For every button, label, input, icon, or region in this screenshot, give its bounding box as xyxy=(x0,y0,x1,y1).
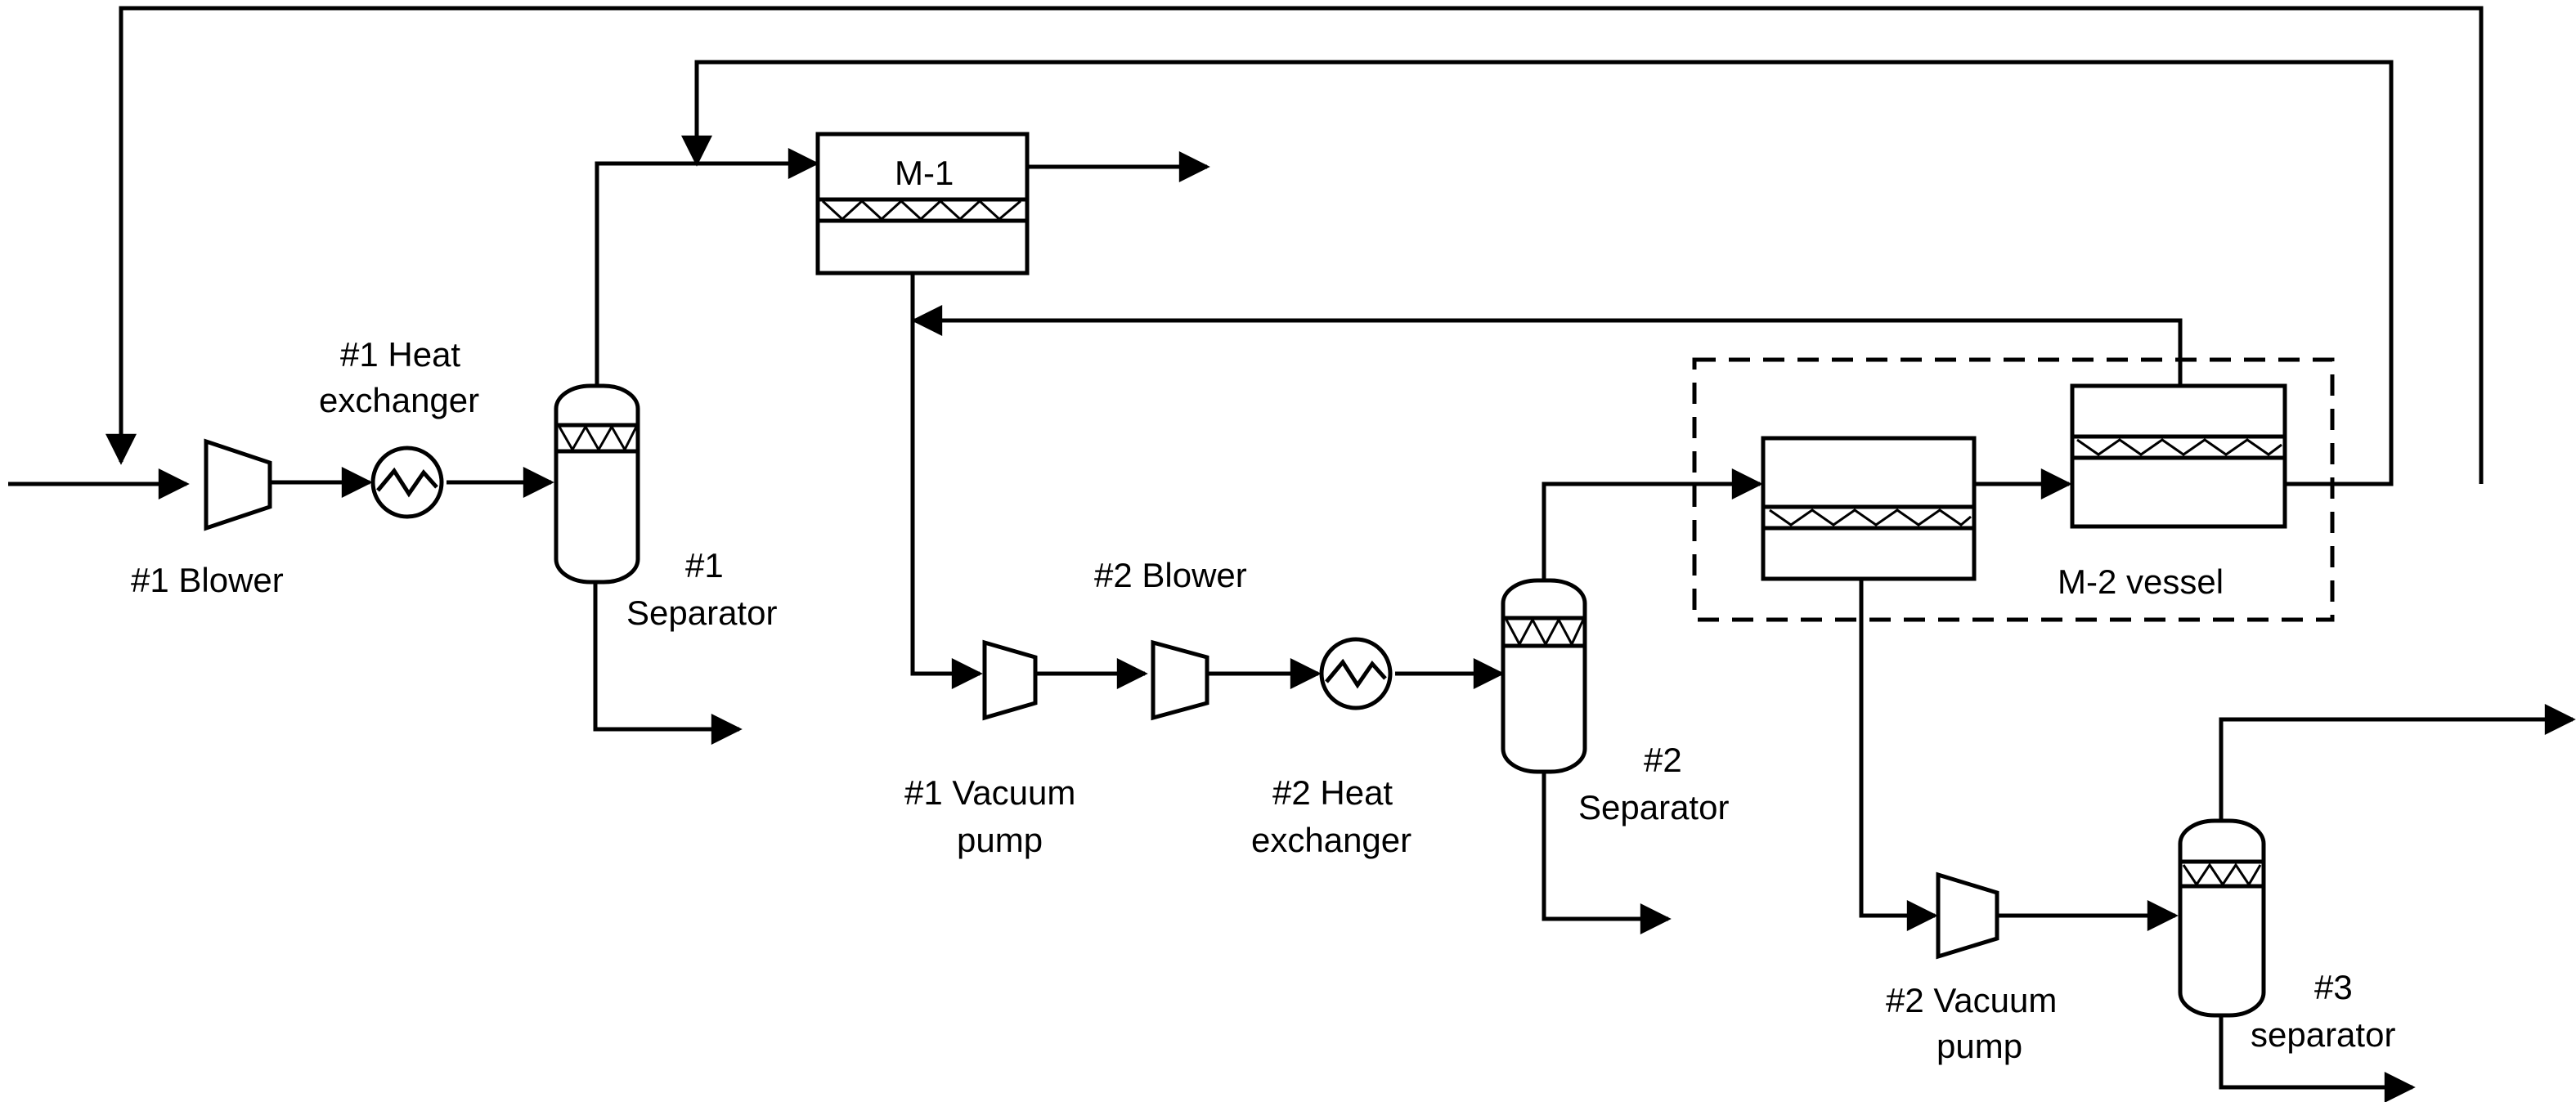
label-separator-2-line1: #2 xyxy=(1644,741,1682,779)
sep3-bottom-outlet-line xyxy=(2219,1015,2416,1102)
label-heat-exchanger-1-line1: #1 Heat xyxy=(340,335,460,374)
label-separator-3-line1: #3 xyxy=(2314,968,2353,1006)
separator-1 xyxy=(554,383,640,585)
heat-exchanger-1 xyxy=(370,446,444,519)
label-heat-exchanger-2-line2: exchanger xyxy=(1251,821,1411,859)
label-blower-1: #1 Blower xyxy=(131,561,284,599)
blower-1 xyxy=(204,438,272,531)
label-separator-1-line2: Separator xyxy=(626,594,777,632)
label-separator-3-line2: separator xyxy=(2251,1015,2395,1054)
vacuum-pump-2 xyxy=(1936,871,1999,960)
sep2-to-m2-line xyxy=(1542,468,1763,580)
piping xyxy=(8,6,2576,1102)
label-vacuum-pump-1-line1: #1 Vacuum xyxy=(904,773,1075,812)
label-vacuum-pump-2-line2: pump xyxy=(1936,1027,2022,1065)
sep2-bottom-outlet-line xyxy=(1542,770,1672,934)
m2-retentate-recycle-line xyxy=(681,60,2394,486)
label-membrane-m1: M-1 xyxy=(895,154,954,192)
sep3-top-product-line xyxy=(2219,704,2576,821)
membrane-m2-module-2 xyxy=(2070,383,2287,529)
membrane-m2-module-1 xyxy=(1761,436,1977,581)
blower-2 xyxy=(1151,639,1209,721)
label-heat-exchanger-2-line1: #2 Heat xyxy=(1272,773,1393,812)
vacuum-pump-1 xyxy=(982,639,1038,721)
membrane-m1 xyxy=(815,132,1030,276)
label-m2-vessel: M-2 vessel xyxy=(2058,562,2224,601)
label-vacuum-pump-1-line2: pump xyxy=(957,821,1043,859)
label-heat-exchanger-1-line2: exchanger xyxy=(319,381,479,419)
top-recycle-line xyxy=(105,6,2484,484)
m1-permeate-line xyxy=(910,273,983,689)
m2-permeate-line xyxy=(1859,579,1938,931)
separator-3 xyxy=(2178,818,2266,1018)
label-separator-1-line1: #1 xyxy=(685,546,724,585)
label-separator-2-line2: Separator xyxy=(1578,788,1729,826)
sep1-to-m1-line xyxy=(595,148,819,386)
m2-vessel-boundary xyxy=(1692,357,2335,622)
label-vacuum-pump-2-line1: #2 Vacuum xyxy=(1886,981,2057,1019)
sep1-bottom-outlet-line xyxy=(593,582,743,745)
m2-vessel-top-recycle-line xyxy=(911,305,2183,386)
separator-2 xyxy=(1501,578,1587,774)
heat-exchanger-2 xyxy=(1319,637,1393,710)
label-blower-2: #2 Blower xyxy=(1094,556,1247,594)
